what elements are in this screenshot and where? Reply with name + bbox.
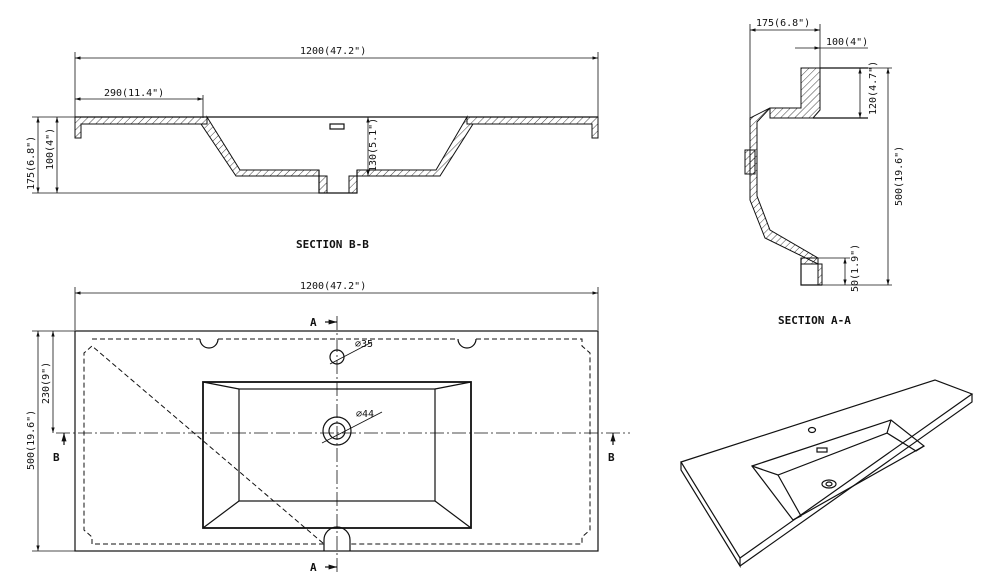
isometric-view [680, 379, 974, 569]
section-marker-b-right: B [608, 451, 615, 464]
section-a-a-title: SECTION A-A [778, 314, 851, 327]
aa-front-dim: 100(4") [826, 37, 868, 48]
aa-back-dim: 120(4.7") [868, 61, 879, 115]
aa-total-dim: 500(19.6") [894, 146, 905, 206]
section-b-b-view: 1200(47.2") 290(11.4") 175(6.8") 100(4")… [26, 46, 599, 251]
bb-height-dim: 175(6.8") [26, 136, 37, 190]
section-marker-a-bottom: A [310, 561, 317, 574]
section-marker-a-top: A [310, 316, 317, 329]
bb-offset-dim: 290(11.4") [104, 88, 164, 99]
plan-view: 1200(47.2") ⌀35 ⌀44 A A B [26, 281, 630, 575]
drain-hole-dim: ⌀44 [356, 409, 374, 420]
plan-depth-dim: 500(19.6") [26, 410, 37, 470]
section-a-a-view: 175(6.8") 100(4") 120(4.7") 500(19.6") 5… [744, 18, 905, 327]
section-marker-b-left: B [53, 451, 60, 464]
bb-depth-dim: 130(5.1") [368, 118, 379, 172]
bb-front-dim: 100(4") [45, 128, 56, 170]
plan-width-dim: 1200(47.2") [300, 281, 366, 292]
aa-top-dim: 175(6.8") [756, 18, 810, 29]
aa-bottom-dim: 50(1.9") [850, 244, 861, 292]
bb-width-dim: 1200(47.2") [300, 46, 366, 57]
tap-hole-dim: ⌀35 [355, 339, 373, 350]
plan-tap-dim: 230(9") [41, 362, 52, 404]
section-b-b-title: SECTION B-B [296, 238, 369, 251]
